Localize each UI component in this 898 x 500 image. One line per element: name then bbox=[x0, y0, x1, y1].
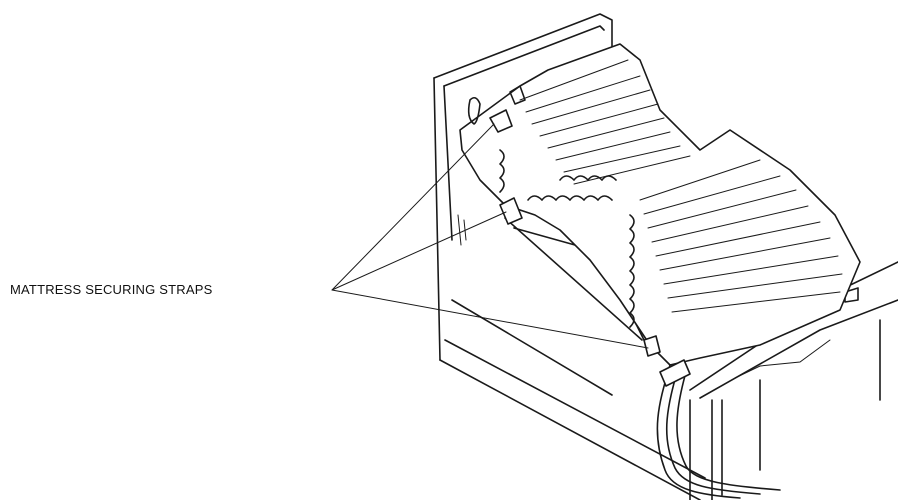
strap-bottom bbox=[643, 335, 661, 357]
callout-label: MATTRESS SECURING STRAPS bbox=[10, 282, 213, 297]
air-hoses bbox=[656, 359, 781, 499]
strap-middle bbox=[499, 197, 523, 225]
mattress bbox=[459, 43, 861, 366]
leader-line-top bbox=[331, 123, 495, 291]
leader-line-middle bbox=[331, 211, 507, 291]
leader-line-bottom bbox=[331, 289, 649, 349]
strap-top bbox=[489, 109, 513, 133]
strap-markers bbox=[489, 109, 661, 357]
leader-lines bbox=[331, 123, 649, 349]
